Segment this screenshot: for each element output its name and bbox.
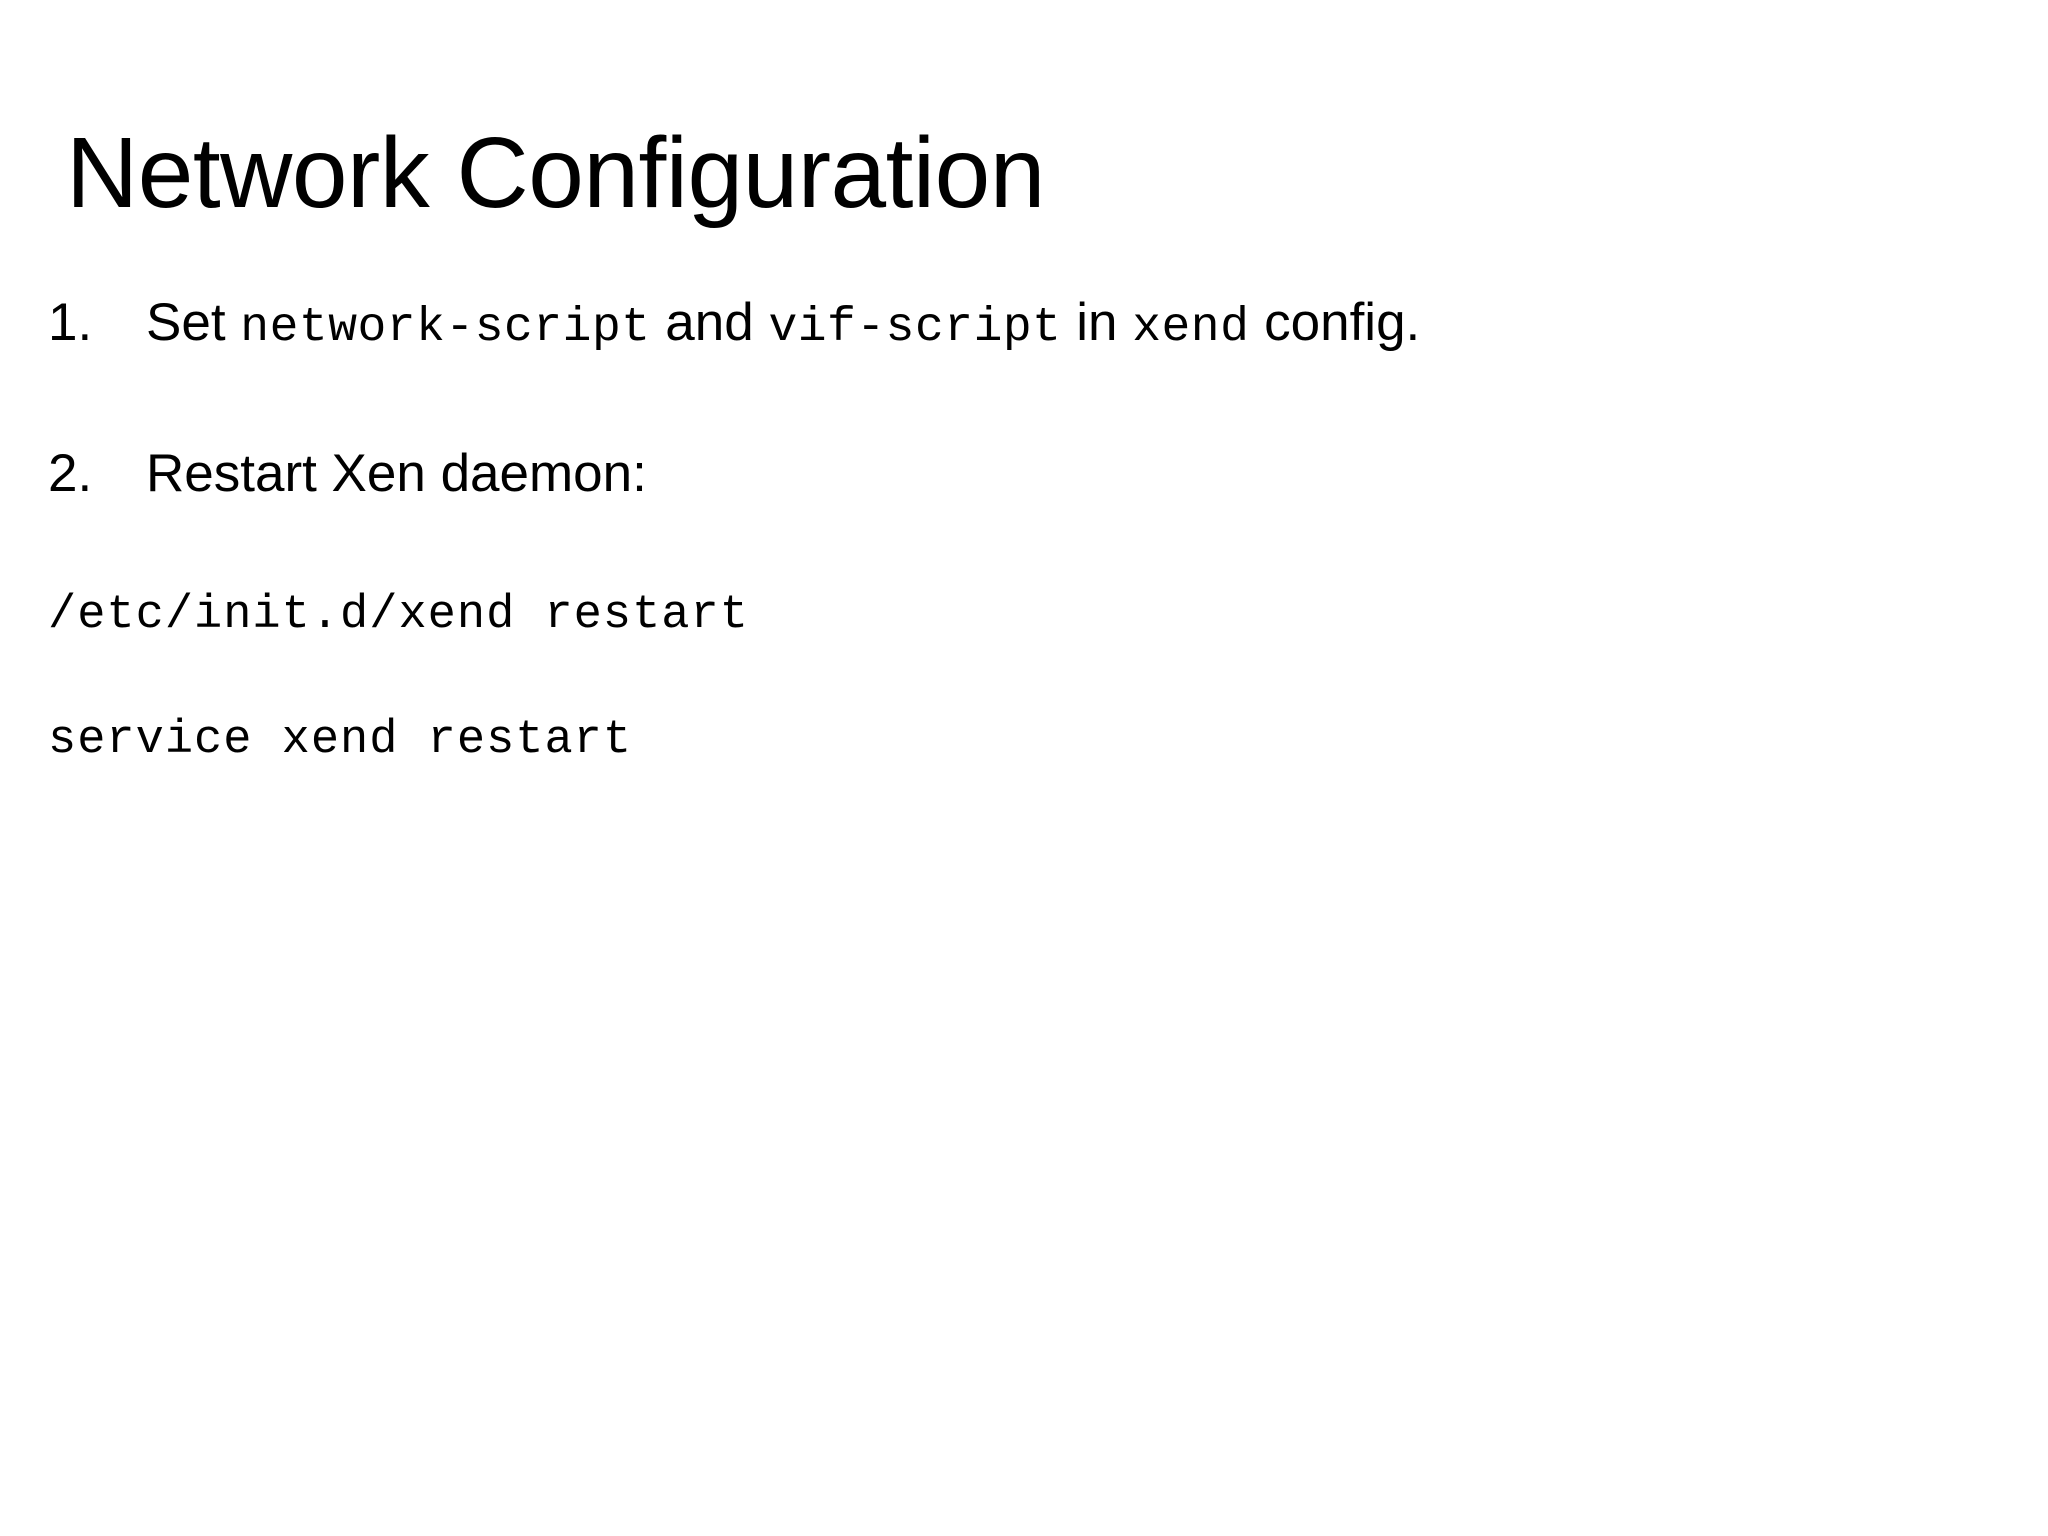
list-marker-2: 2. bbox=[48, 444, 93, 503]
step-1-code-vif-script: vif-script bbox=[768, 301, 1062, 355]
step-1-text-config: config. bbox=[1249, 293, 1421, 352]
list-item: 2. Restart Xen daemon: bbox=[0, 447, 2048, 500]
command-line-init-script: /etc/init.d/xend restart bbox=[48, 589, 749, 642]
step-2-text-restart-xen-daemon: Restart Xen daemon: bbox=[146, 444, 647, 503]
command-line-service: service xend restart bbox=[48, 714, 633, 767]
list-marker-1: 1. bbox=[48, 293, 93, 352]
slide-body: 1. Set network-script and vif-script in … bbox=[0, 296, 2048, 764]
step-1-text-and: and bbox=[650, 293, 769, 352]
step-1-text-set: Set bbox=[146, 293, 241, 352]
page-title: Network Configuration bbox=[66, 117, 1045, 229]
list-item: 1. Set network-script and vif-script in … bbox=[0, 296, 2048, 352]
step-1-text-in: in bbox=[1061, 293, 1133, 352]
step-1-code-xend: xend bbox=[1132, 301, 1250, 355]
step-1-code-network-script: network-script bbox=[240, 301, 651, 355]
